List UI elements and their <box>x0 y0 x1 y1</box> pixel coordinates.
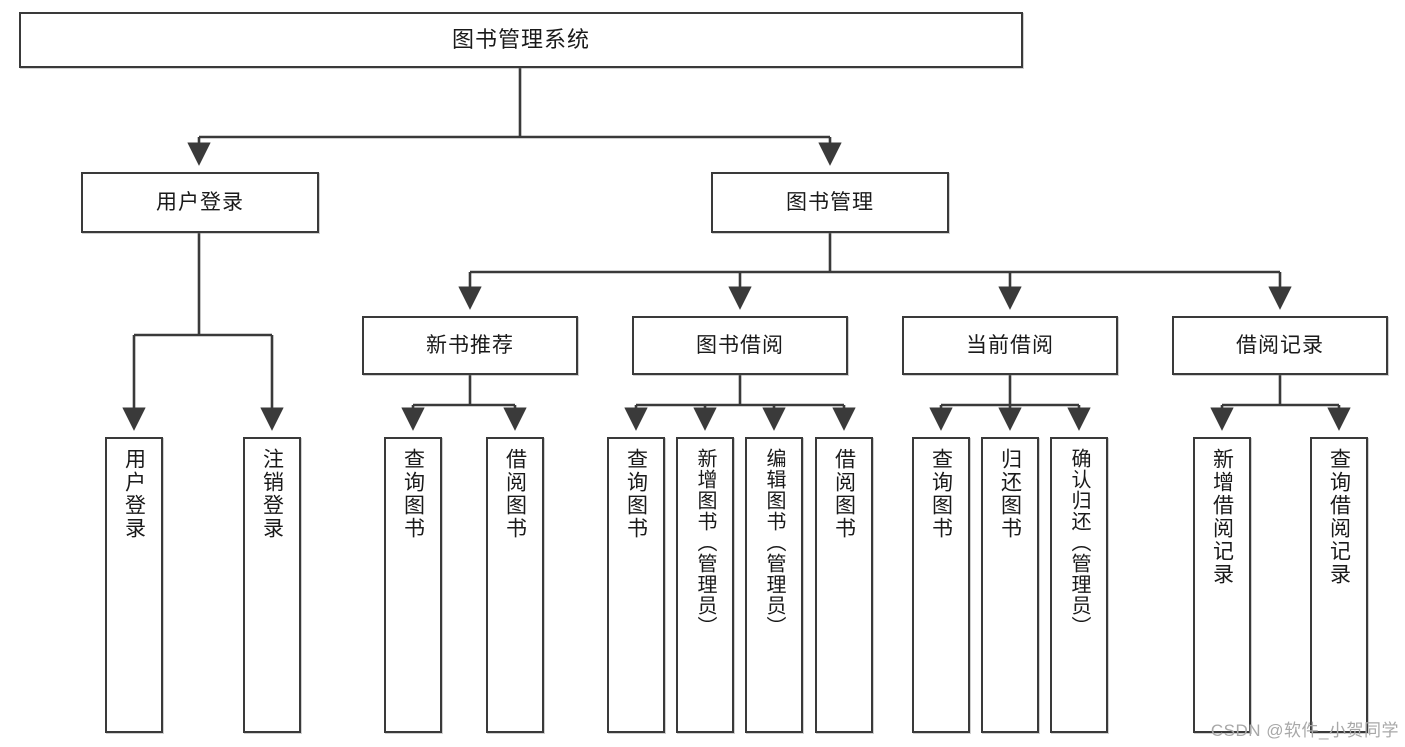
node-leaf-add-record[interactable]: 新增借阅记录 <box>1193 437 1251 733</box>
node-new-book-recommend-label: 新书推荐 <box>426 333 514 357</box>
node-leaf-return-book[interactable]: 归还图书 <box>981 437 1039 733</box>
node-leaf-query-book-3-label: 查询图书 <box>929 448 953 540</box>
node-book-borrow[interactable]: 图书借阅 <box>632 316 848 375</box>
node-user-login[interactable]: 用户登录 <box>81 172 319 233</box>
node-leaf-return-book-label: 归还图书 <box>998 448 1022 540</box>
node-leaf-query-record[interactable]: 查询借阅记录 <box>1310 437 1368 733</box>
node-leaf-add-record-label: 新增借阅记录 <box>1210 448 1234 586</box>
node-leaf-edit-book[interactable]: 编辑图书（管理员） <box>745 437 803 733</box>
node-current-borrow-label: 当前借阅 <box>966 333 1054 357</box>
node-root[interactable]: 图书管理系统 <box>19 12 1023 68</box>
node-leaf-query-record-label: 查询借阅记录 <box>1327 448 1351 586</box>
node-leaf-borrow-book-2-label: 借阅图书 <box>832 448 856 540</box>
node-leaf-query-book-3[interactable]: 查询图书 <box>912 437 970 733</box>
node-leaf-query-book-1-label: 查询图书 <box>401 448 425 540</box>
node-leaf-user-logout-label: 注销登录 <box>260 448 284 540</box>
node-user-login-label: 用户登录 <box>156 190 244 214</box>
node-root-label: 图书管理系统 <box>451 26 590 52</box>
node-leaf-user-login-label: 用户登录 <box>122 448 146 540</box>
node-leaf-confirm-return[interactable]: 确认归还（管理员） <box>1050 437 1108 733</box>
node-borrow-record-label: 借阅记录 <box>1236 333 1324 357</box>
node-leaf-add-book-label: 新增图书（管理员） <box>694 448 716 637</box>
node-book-manage[interactable]: 图书管理 <box>711 172 949 233</box>
node-book-manage-label: 图书管理 <box>786 190 874 214</box>
node-leaf-query-book-1[interactable]: 查询图书 <box>384 437 442 733</box>
node-leaf-borrow-book-2[interactable]: 借阅图书 <box>815 437 873 733</box>
node-leaf-edit-book-label: 编辑图书（管理员） <box>763 448 785 637</box>
node-leaf-query-book-2[interactable]: 查询图书 <box>607 437 665 733</box>
node-leaf-borrow-book-1-label: 借阅图书 <box>503 448 527 540</box>
node-leaf-user-login[interactable]: 用户登录 <box>105 437 163 733</box>
node-new-book-recommend[interactable]: 新书推荐 <box>362 316 578 375</box>
node-book-borrow-label: 图书借阅 <box>696 333 784 357</box>
watermark-text: CSDN @软件_小贺同学 <box>1210 721 1399 740</box>
node-leaf-user-logout[interactable]: 注销登录 <box>243 437 301 733</box>
node-leaf-confirm-return-label: 确认归还（管理员） <box>1068 448 1090 637</box>
node-leaf-query-book-2-label: 查询图书 <box>624 448 648 540</box>
node-current-borrow[interactable]: 当前借阅 <box>902 316 1118 375</box>
node-borrow-record[interactable]: 借阅记录 <box>1172 316 1388 375</box>
node-leaf-borrow-book-1[interactable]: 借阅图书 <box>486 437 544 733</box>
node-leaf-add-book[interactable]: 新增图书（管理员） <box>676 437 734 733</box>
